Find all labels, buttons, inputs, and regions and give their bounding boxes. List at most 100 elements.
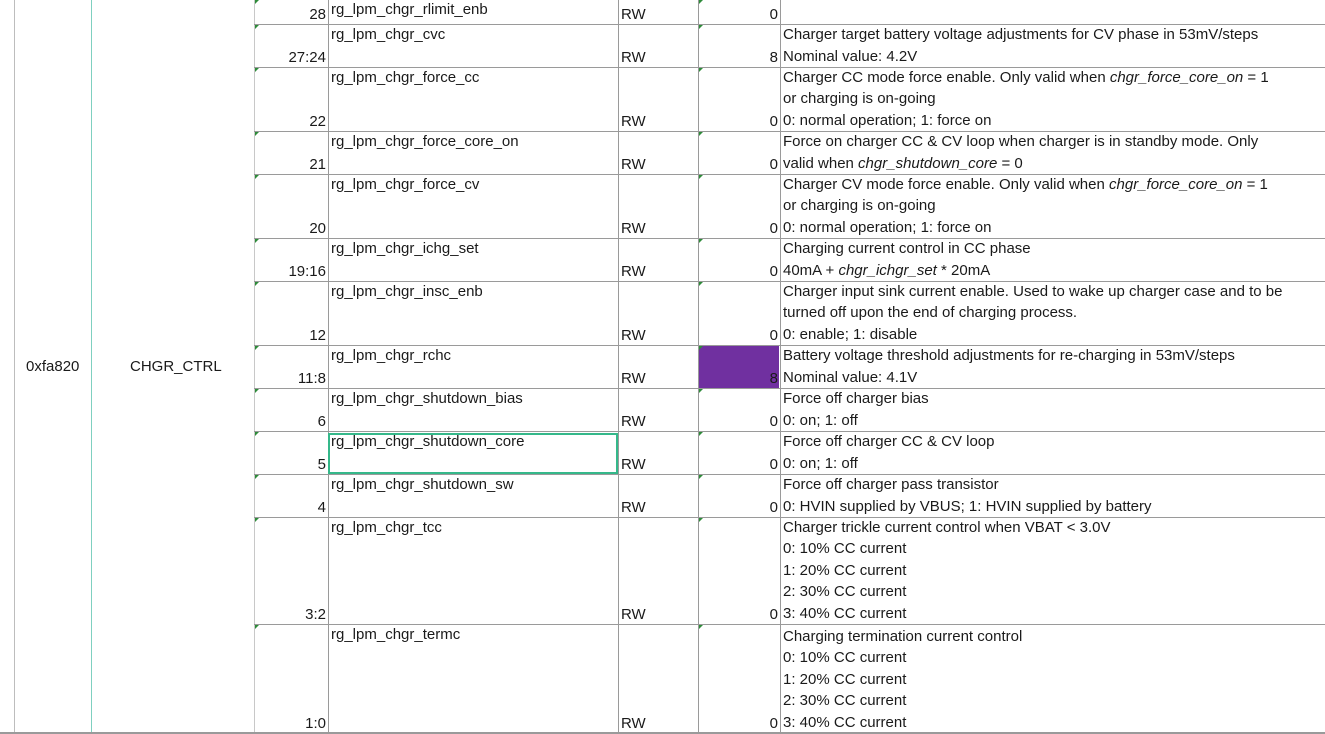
access-cell[interactable]: RW	[621, 606, 646, 623]
grid-line	[618, 518, 619, 625]
field-name-cell[interactable]: rg_lpm_chgr_shutdown_core	[331, 433, 525, 450]
description-cell[interactable]: Charger target battery voltage adjustmen…	[780, 25, 1325, 68]
selected-cell[interactable]	[328, 433, 618, 474]
description-cell[interactable]: Battery voltage threshold adjustments fo…	[780, 346, 1325, 389]
bit-cell[interactable]: 1:0	[305, 715, 326, 732]
default-cell[interactable]: 0	[769, 715, 778, 732]
access-cell[interactable]: RW	[621, 6, 646, 23]
bit-cell[interactable]: 27:24	[288, 49, 326, 66]
description-line: Battery voltage threshold adjustments fo…	[783, 347, 1235, 365]
highlighted-cell[interactable]	[698, 346, 779, 388]
grid-line	[780, 346, 781, 389]
description-cell[interactable]: Charger trickle current control when VBA…	[780, 518, 1325, 625]
bit-cell[interactable]: 11:8	[297, 370, 326, 387]
access-cell[interactable]: RW	[621, 263, 646, 280]
description-cell[interactable]: Charger CV mode force enable. Only valid…	[780, 175, 1325, 239]
access-cell[interactable]: RW	[621, 370, 646, 387]
grid-line	[14, 0, 15, 734]
default-cell[interactable]: 0	[769, 456, 778, 473]
grid-line	[698, 432, 699, 475]
grid-line	[618, 132, 619, 175]
grid-line	[618, 0, 619, 25]
bit-cell[interactable]: 28	[309, 6, 326, 23]
description-line: turned off upon the end of charging proc…	[783, 304, 1078, 322]
description-line: 0: 10% CC current	[783, 649, 907, 667]
table-row[interactable]: 28 rg_lpm_chgr_rlimit_enb RW 0	[254, 0, 1325, 25]
field-name-cell[interactable]: rg_lpm_chgr_force_core_on	[331, 133, 519, 150]
bit-cell[interactable]: 21	[309, 156, 326, 173]
access-cell[interactable]: RW	[621, 220, 646, 237]
default-cell[interactable]: 0	[769, 6, 778, 23]
default-cell[interactable]: 8	[769, 370, 778, 387]
bit-cell[interactable]: 5	[317, 456, 326, 473]
access-cell[interactable]: RW	[621, 327, 646, 344]
default-cell[interactable]: 8	[769, 49, 778, 66]
default-cell[interactable]: 0	[769, 113, 778, 130]
default-cell[interactable]: 0	[769, 327, 778, 344]
default-cell[interactable]: 0	[769, 413, 778, 430]
description-line: 2: 30% CC current	[783, 692, 907, 710]
field-name-cell[interactable]: rg_lpm_chgr_shutdown_bias	[331, 390, 523, 407]
default-cell[interactable]: 0	[769, 499, 778, 516]
default-cell[interactable]: 0	[769, 220, 778, 237]
bit-cell[interactable]: 4	[317, 499, 326, 516]
access-cell[interactable]: RW	[621, 456, 646, 473]
field-name-cell[interactable]: rg_lpm_chgr_shutdown_sw	[331, 476, 514, 493]
bit-cell[interactable]: 12	[309, 327, 326, 344]
register-address[interactable]: 0xfa820	[26, 358, 80, 375]
field-name-cell[interactable]: rg_lpm_chgr_insc_enb	[331, 283, 483, 300]
field-name-cell[interactable]: rg_lpm_chgr_force_cv	[331, 176, 480, 193]
description-cell[interactable]	[780, 0, 1325, 25]
bit-cell[interactable]: 22	[309, 113, 326, 130]
default-cell[interactable]: 0	[769, 263, 778, 280]
field-name-cell[interactable]: rg_lpm_chgr_tcc	[331, 519, 442, 536]
field-name-cell[interactable]: rg_lpm_chgr_ichg_set	[331, 240, 479, 257]
access-cell[interactable]: RW	[621, 499, 646, 516]
access-cell[interactable]: RW	[621, 156, 646, 173]
description-cell[interactable]: Force on charger CC & CV loop when charg…	[780, 132, 1325, 175]
field-name-cell[interactable]: rg_lpm_chgr_rlimit_enb	[331, 1, 488, 18]
field-name-cell[interactable]: rg_lpm_chgr_force_cc	[331, 69, 480, 86]
access-cell[interactable]: RW	[621, 113, 646, 130]
bit-cell[interactable]: 19:16	[288, 263, 326, 280]
description-cell[interactable]: Charger CC mode force enable. Only valid…	[780, 68, 1325, 132]
access-cell[interactable]: RW	[621, 49, 646, 66]
grid-line	[618, 625, 619, 734]
cell-marker-icon	[699, 25, 703, 29]
horizontal-scrollbar[interactable]	[0, 732, 1325, 734]
bit-cell[interactable]: 6	[317, 413, 326, 430]
bit-cell[interactable]: 20	[309, 220, 326, 237]
field-name-cell[interactable]: rg_lpm_chgr_cvc	[331, 26, 446, 43]
grid-line	[328, 625, 329, 734]
default-cell[interactable]: 0	[769, 606, 778, 623]
grid-line	[328, 132, 329, 175]
field-name-cell[interactable]: rg_lpm_chgr_rchc	[331, 347, 452, 364]
default-cell[interactable]: 0	[769, 156, 778, 173]
access-cell[interactable]: RW	[621, 715, 646, 732]
field-name-cell[interactable]: rg_lpm_chgr_termc	[331, 626, 461, 643]
cell-marker-icon	[255, 346, 259, 350]
bit-cell[interactable]: 3:2	[305, 606, 326, 623]
description-cell[interactable]: Charger input sink current enable. Used …	[780, 282, 1325, 346]
access-cell[interactable]: RW	[621, 413, 646, 430]
register-name[interactable]: CHGR_CTRL	[130, 358, 222, 375]
description-line: 0: normal operation; 1: force on	[783, 111, 992, 129]
